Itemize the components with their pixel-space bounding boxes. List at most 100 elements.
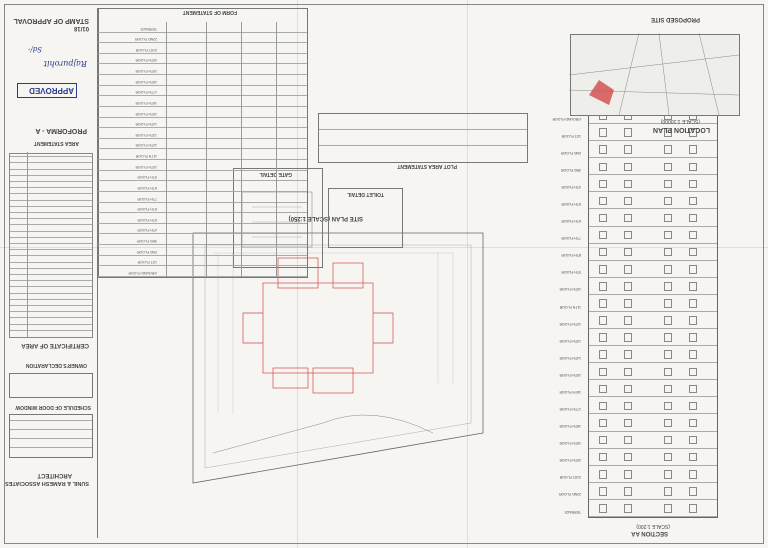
section-window	[599, 282, 607, 291]
area-row-line	[10, 317, 92, 319]
section-window	[624, 230, 632, 240]
section-window	[689, 162, 697, 172]
location-plan-scale: (SCALE 1:10000)	[660, 118, 700, 124]
section-window	[624, 145, 632, 154]
section-window	[689, 418, 697, 428]
stamp-ref: 01/18	[73, 25, 89, 31]
section-window	[624, 265, 632, 274]
statement-row-floor: 12TH FLOOR	[135, 143, 157, 148]
area-row-line	[10, 274, 92, 275]
section-window	[689, 504, 697, 513]
section-window	[599, 401, 607, 411]
statement-row-line	[97, 116, 307, 118]
section-window	[599, 213, 607, 223]
section-window	[599, 470, 607, 479]
section-window	[599, 162, 607, 172]
section-window	[664, 418, 672, 428]
area-row-line	[10, 280, 92, 282]
section-floor-label: 9TH FLOOR	[561, 270, 581, 275]
proforma-title: PROFORMA - A	[35, 127, 87, 134]
section-floor-label: 6TH FLOOR	[561, 219, 581, 224]
section-floor-label: 17TH FLOOR	[559, 407, 581, 412]
statement-row-line	[97, 180, 307, 182]
section-window	[599, 316, 607, 325]
section-window	[664, 333, 672, 342]
section-window	[599, 435, 607, 445]
statement-row-line	[97, 74, 307, 76]
section-floor-line	[589, 362, 717, 364]
section-window	[664, 299, 672, 308]
section-floor-label: 19TH FLOOR	[559, 441, 581, 446]
site-plan: SITE PLAN (SCALE 1:250)	[173, 203, 493, 493]
section-window	[689, 367, 697, 377]
approved-text: APPROVED	[29, 86, 74, 95]
signature-1: Rajpurohit	[43, 59, 87, 68]
section-floor-line	[589, 242, 717, 244]
statement-row-line	[97, 222, 307, 224]
area-row-line	[10, 292, 92, 294]
section-floor-line	[589, 481, 717, 483]
statement-row-line	[97, 244, 307, 246]
section-window	[624, 162, 632, 172]
section-floor-label: 15TH FLOOR	[559, 372, 581, 377]
area-row-line	[10, 218, 92, 220]
statement-row-floor: 2ND FLOOR	[136, 249, 157, 254]
section-window	[664, 504, 672, 513]
section-window	[599, 350, 607, 359]
section-floor-line	[589, 345, 717, 347]
section-floor-label: 21ST FLOOR	[559, 475, 581, 480]
section-window	[664, 401, 672, 411]
statement-row-line	[97, 148, 307, 150]
area-row-line	[10, 230, 92, 232]
section-window	[689, 452, 697, 462]
statement-row-floor: 15TH FLOOR	[135, 111, 157, 116]
section-window	[664, 145, 672, 154]
section-window	[664, 384, 672, 394]
section-window	[599, 299, 607, 308]
section-floor-line	[589, 276, 717, 278]
statement-row-floor: 20TH FLOOR	[135, 58, 157, 63]
location-map-sketch	[568, 32, 740, 116]
section-window	[664, 452, 672, 462]
section-window	[624, 179, 632, 189]
section-window	[664, 179, 672, 189]
location-map-frame	[568, 32, 740, 116]
statement-row-floor: 9TH FLOOR	[137, 175, 157, 180]
section-window	[664, 230, 672, 240]
section-window	[599, 384, 607, 394]
section-scale: (SCALE 1:200)	[636, 523, 670, 529]
section-floor-line	[589, 140, 717, 142]
signature-2: Sd/-	[28, 45, 42, 53]
section-floor-line	[589, 293, 717, 295]
proposed-site-label: PROPOSED SITE	[650, 16, 700, 22]
section-floor-line	[589, 208, 717, 210]
section-floor-label: 10TH FLOOR	[559, 287, 581, 292]
area-row-line	[10, 212, 92, 213]
section-window	[624, 470, 632, 479]
section-window	[664, 487, 672, 496]
statement-row-line	[97, 233, 307, 235]
section-window	[689, 435, 697, 445]
section-window	[599, 418, 607, 428]
section-floor-line	[589, 447, 717, 449]
section-window	[624, 299, 632, 308]
section-window	[689, 401, 697, 411]
statement-row-floor: 17TH FLOOR	[135, 90, 157, 95]
section-floor-label: 20TH FLOOR	[559, 458, 581, 463]
statement-row-floor: 3RD FLOOR	[136, 239, 157, 244]
statement-row-floor: 11TH FLOOR	[135, 154, 157, 159]
section-window	[624, 128, 632, 137]
section-window	[599, 247, 607, 257]
section-drawing	[588, 108, 718, 518]
site-plan-drawing	[192, 232, 484, 484]
statement-row-line	[97, 95, 307, 97]
section-window	[599, 128, 607, 137]
statement-row-line	[97, 84, 307, 86]
section-floor-label: 22ND FLOOR	[559, 492, 581, 497]
declaration-text-box	[9, 373, 93, 398]
statement-row-line	[97, 127, 307, 129]
section-window	[599, 179, 607, 189]
area-row-line	[10, 193, 92, 195]
